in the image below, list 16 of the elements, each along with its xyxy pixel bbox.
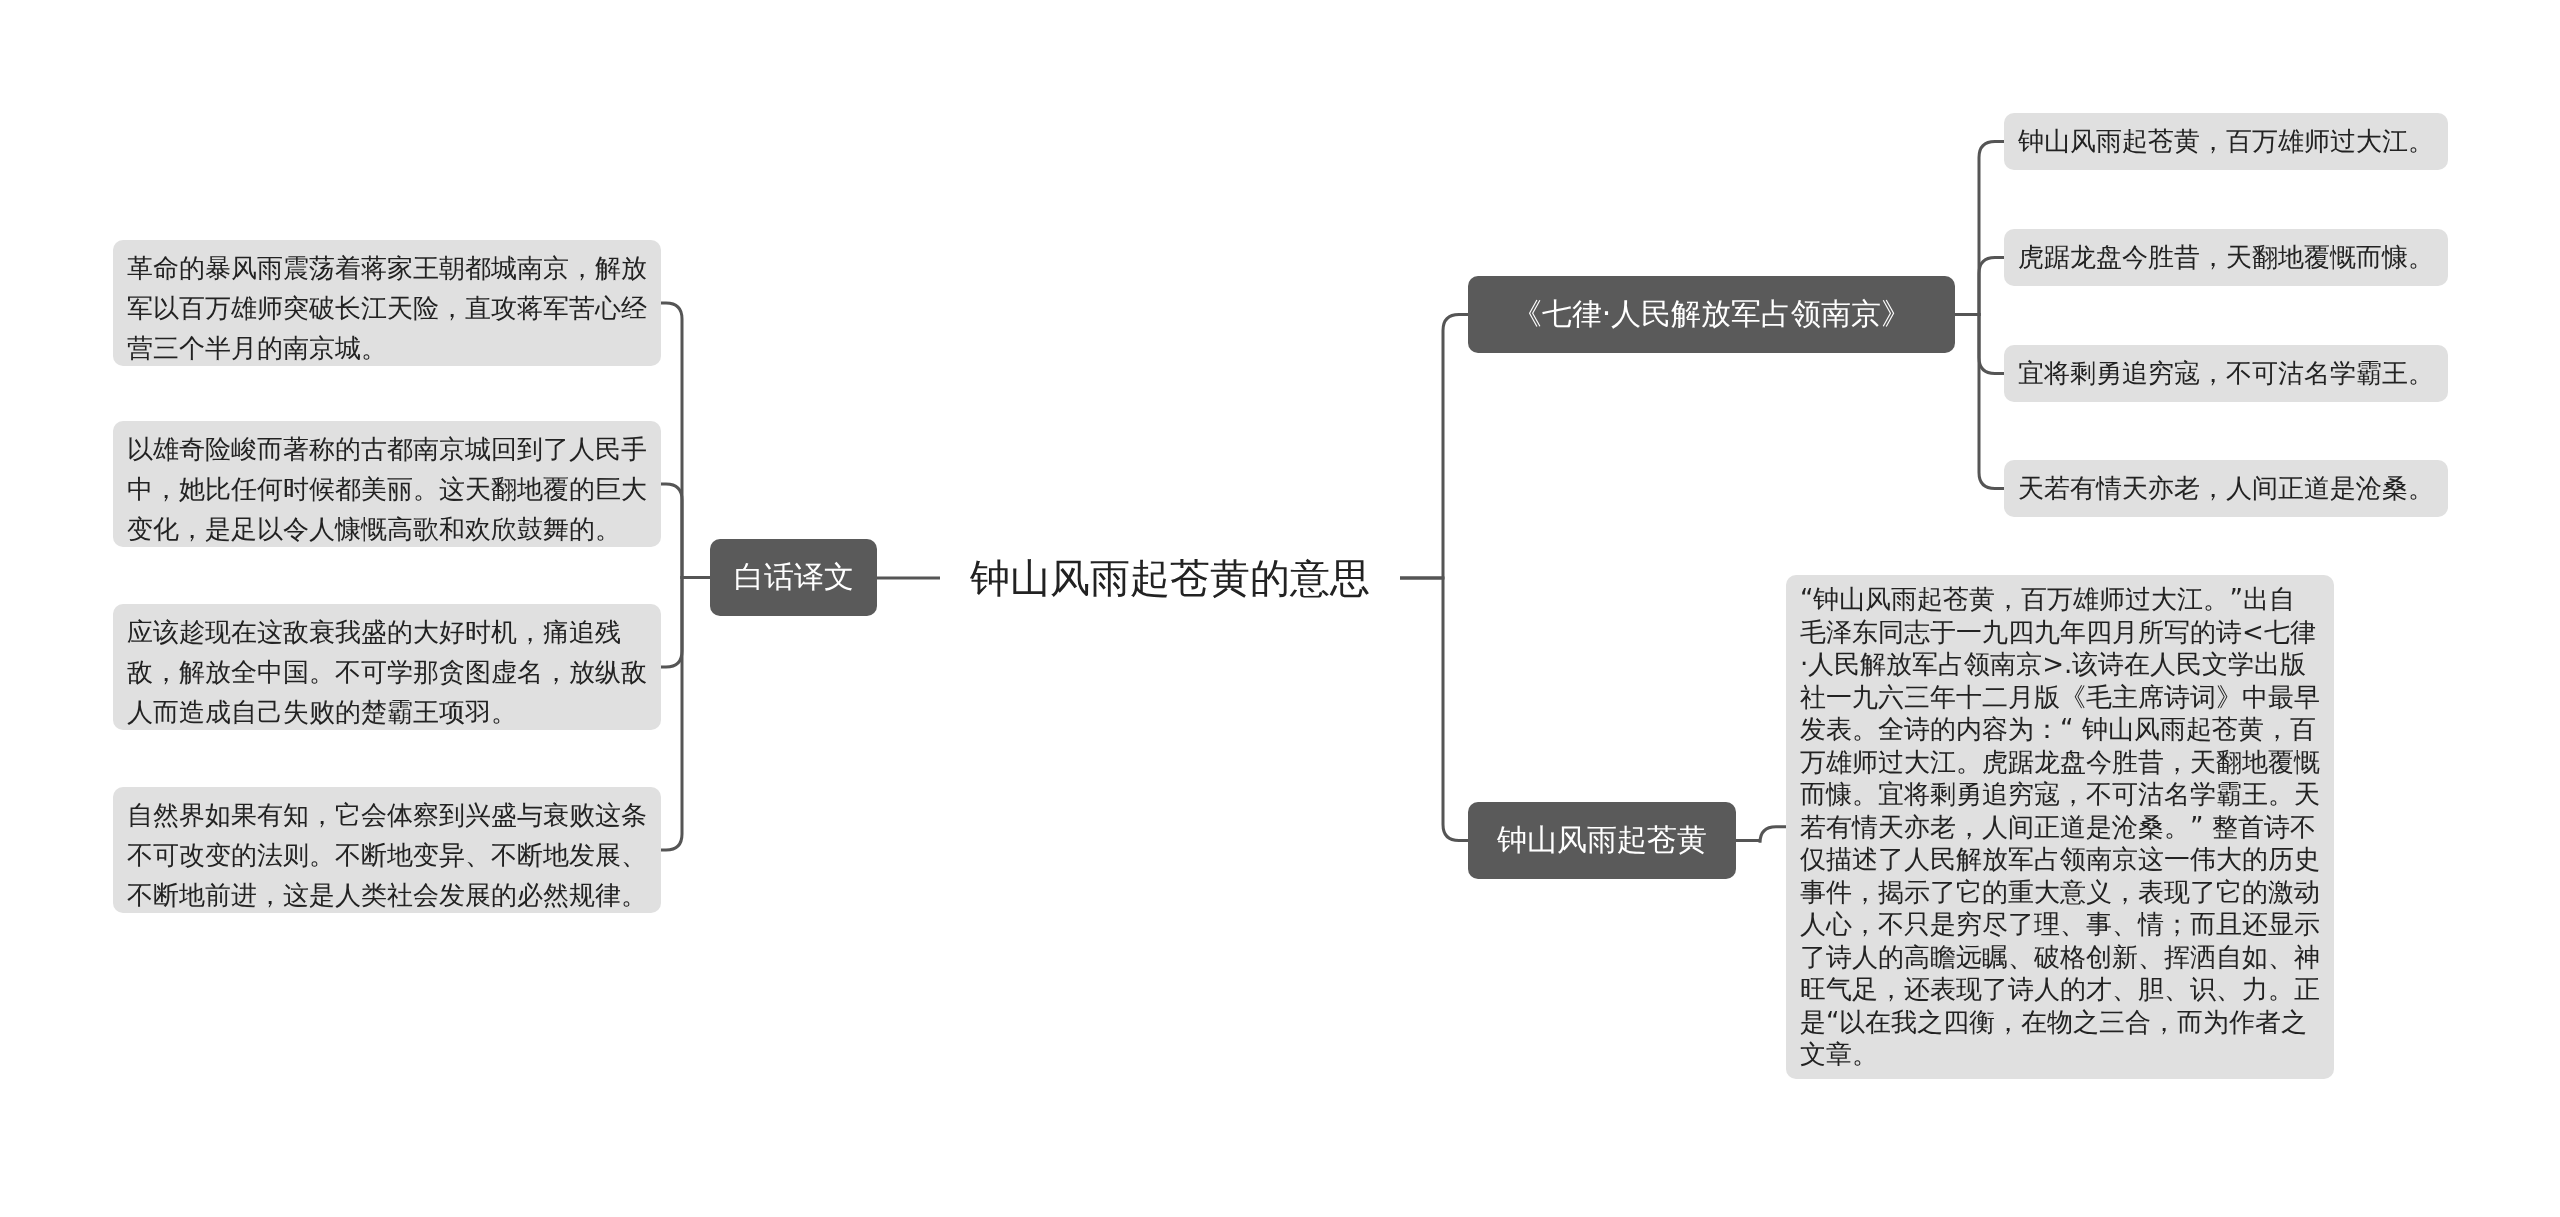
topic-box: 钟山风雨起苍黄	[1468, 802, 1736, 879]
text-box: 宜将剩勇追穷寇，不可沽名学霸王。	[2004, 345, 2448, 402]
text-box: 应该趁现在这敌衰我盛的大好时机，痛追残敌，解放全中国。不可学那贪图虚名，放纵敌人而造成自己失败的楚霸王项羽。	[113, 604, 661, 730]
text-box: 天若有情天亦老，人间正道是沧桑。	[2004, 460, 2448, 517]
topic-box: 白话译文	[710, 539, 877, 616]
text-box: “钟山风雨起苍黄，百万雄师过大江。”出自毛泽东同志于一九四九年四月所写的诗<七律·人民解放军占领南京>.该诗在人民文学出版社一九六三年十二月版《毛主席诗词》中最早发表。全诗的内容为：“ 钟山风雨起苍黄，百万雄师过大江。虎踞龙盘今胜昔，天翻地覆慨而慷。宜将剩勇追穷寇，不可沽名学霸王。天若有情天亦老，人间正道是沧桑。” 整首诗不仅描述了人民解放军占领南京这一伟大的历史事件，揭示了它的重大意义，表现了它的激动人心，不只是穷尽了理、事、情；而且还显示了诗人的高瞻远瞩、破格创新、挥洒自如、神旺气足，还表现了诗人的才、胆、识、力。正是“以在我之四衡，在物之三合，而为作者之文章。	[1786, 575, 2334, 1079]
topic-box: 《七律·人民解放军占领南京》	[1468, 276, 1955, 353]
text-box: 钟山风雨起苍黄，百万雄师过大江。	[2004, 113, 2448, 170]
connector-line	[661, 576, 710, 852]
text-box: 以雄奇险峻而著称的古都南京城回到了人民手中，她比任何时候都美丽。这天翻地覆的巨大变化，是足以令人慷慨高歌和欢欣鼓舞的。	[113, 421, 661, 547]
text-box: 革命的暴风雨震荡着蒋家王朝都城南京，解放军以百万雄师突破长江天险，直攻蒋军苦心经营三个半月的南京城。	[113, 240, 661, 366]
text-box: 自然界如果有知，它会体察到兴盛与衰败这条不可改变的法则。不断地变异、不断地发展、不断地前进，这是人类社会发展的必然规律。	[113, 787, 661, 913]
central-topic: 钟山风雨起苍黄的意思	[940, 545, 1400, 611]
connector-line	[1736, 825, 1786, 845]
connector-line	[877, 576, 940, 580]
text-box: 虎踞龙盘今胜昔，天翻地覆慨而慷。	[2004, 229, 2448, 286]
